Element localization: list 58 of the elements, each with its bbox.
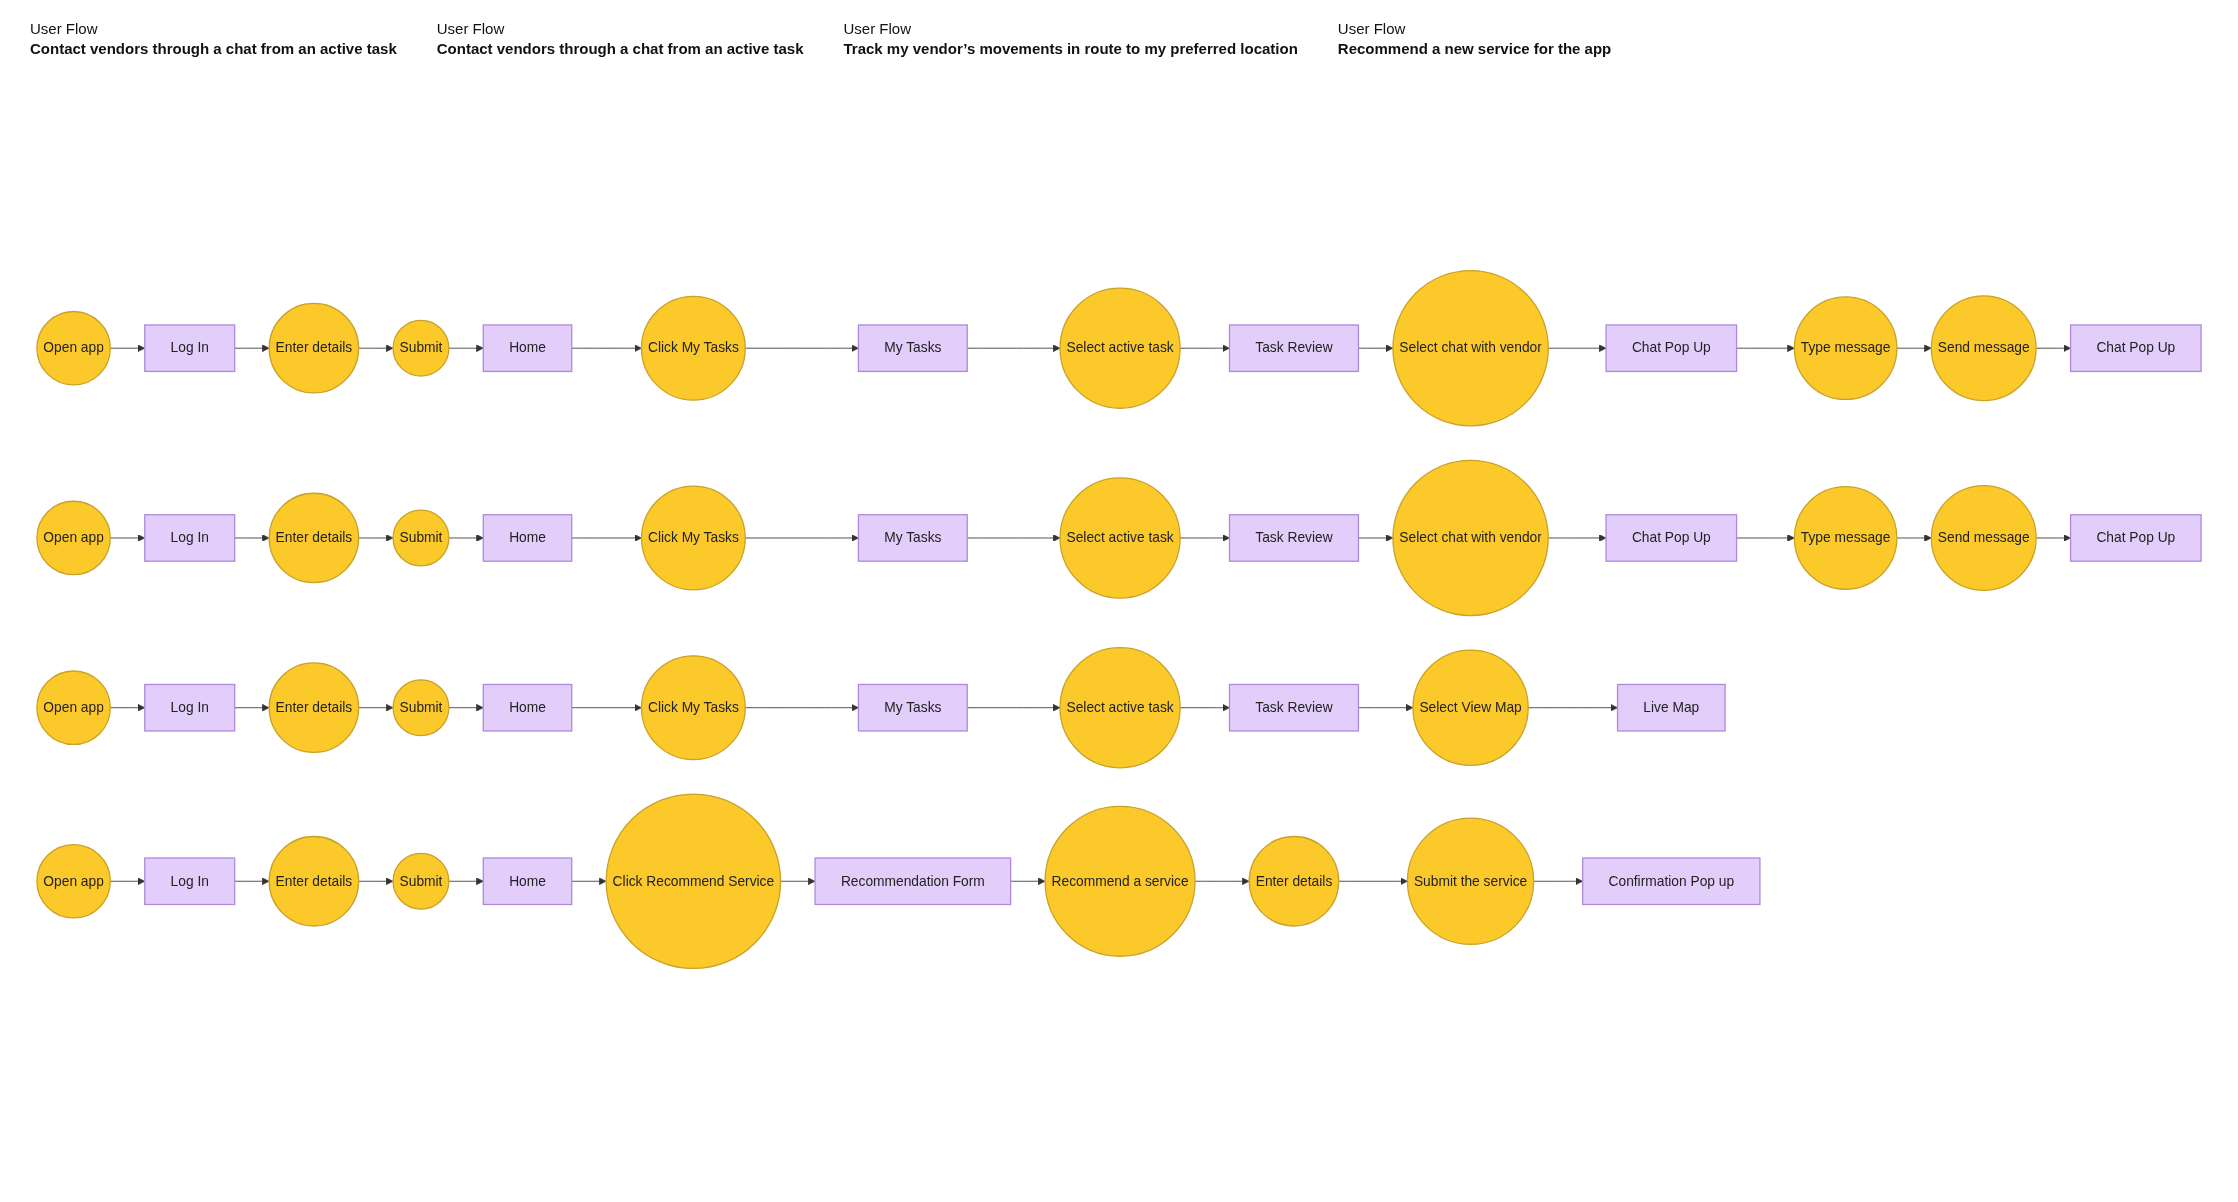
node-circle: Click Recommend Service [605, 793, 782, 970]
node-box: Home [482, 857, 573, 906]
node-box: Chat Pop Up [1605, 324, 1738, 373]
node-box: Home [482, 683, 573, 732]
node-circle: Type message [1793, 486, 1898, 590]
node-circle: Enter details [268, 835, 360, 927]
node-circle: Select active task [1059, 287, 1181, 409]
node-box: Log In [144, 514, 236, 562]
node-circle: Send message [1930, 484, 2037, 592]
node-circle: Submit [392, 509, 450, 567]
node-circle: Enter details [268, 492, 360, 584]
node-box: Chat Pop Up [2069, 514, 2202, 562]
flow-label: User Flow [436, 20, 506, 37]
node-circle: Enter details [268, 662, 360, 754]
node-circle: Enter details [1248, 835, 1340, 927]
node-circle: Open app [36, 310, 111, 386]
flow-label: User Flow [843, 20, 912, 37]
node-circle: Open app [36, 500, 111, 576]
node-box: Home [482, 324, 573, 373]
node-circle: Open app [36, 843, 111, 919]
node-box: Confirmation Pop up [1582, 857, 1761, 906]
node-circle: Open app [36, 670, 111, 746]
flow-label: User Flow [1337, 20, 1407, 37]
node-box: Home [482, 514, 573, 562]
node-box: Recommendation Form [814, 857, 1012, 906]
flow-heading: Contact vendors through a chat from an active task [436, 40, 804, 57]
node-circle: Enter details [268, 302, 360, 394]
node-circle: Send message [1930, 295, 2037, 402]
node-circle: Click My Tasks [640, 655, 746, 761]
node-circle: Select View Map [1412, 649, 1529, 766]
node-circle: Type message [1793, 296, 1898, 401]
node-box: My Tasks [857, 324, 968, 373]
node-circle: Recommend a service [1044, 805, 1196, 957]
node-box: Chat Pop Up [1605, 514, 1738, 562]
node-box: Log In [144, 683, 236, 732]
node-circle: Click My Tasks [640, 485, 746, 591]
flow-heading: Track my vendor’s movements in route to my preferred location [843, 40, 1298, 57]
node-box: My Tasks [857, 514, 968, 562]
node-box: Live Map [1616, 683, 1726, 732]
flow-heading: Recommend a new service for the app [1337, 40, 1612, 57]
node-circle: Submit [392, 852, 450, 910]
node-circle: Submit [392, 679, 450, 737]
node-box: Task Review [1228, 514, 1360, 562]
flow-label: User Flow [30, 20, 99, 37]
node-box: Task Review [1228, 683, 1360, 732]
node-circle: Select chat with vendor [1392, 459, 1549, 617]
node-box: Chat Pop Up [2069, 324, 2202, 373]
node-box: Log In [144, 324, 236, 373]
node-circle: Select active task [1059, 647, 1181, 769]
node-box: Log In [144, 857, 236, 906]
node-circle: Select active task [1059, 477, 1181, 599]
node-circle: Submit [392, 319, 450, 377]
node-box: Task Review [1228, 324, 1360, 373]
flow-heading: Contact vendors through a chat from an active task [30, 40, 397, 57]
node-circle: Click My Tasks [640, 295, 746, 401]
node-circle: Select chat with vendor [1392, 269, 1549, 427]
node-box: My Tasks [857, 683, 968, 732]
node-circle: Submit the service [1406, 817, 1535, 945]
